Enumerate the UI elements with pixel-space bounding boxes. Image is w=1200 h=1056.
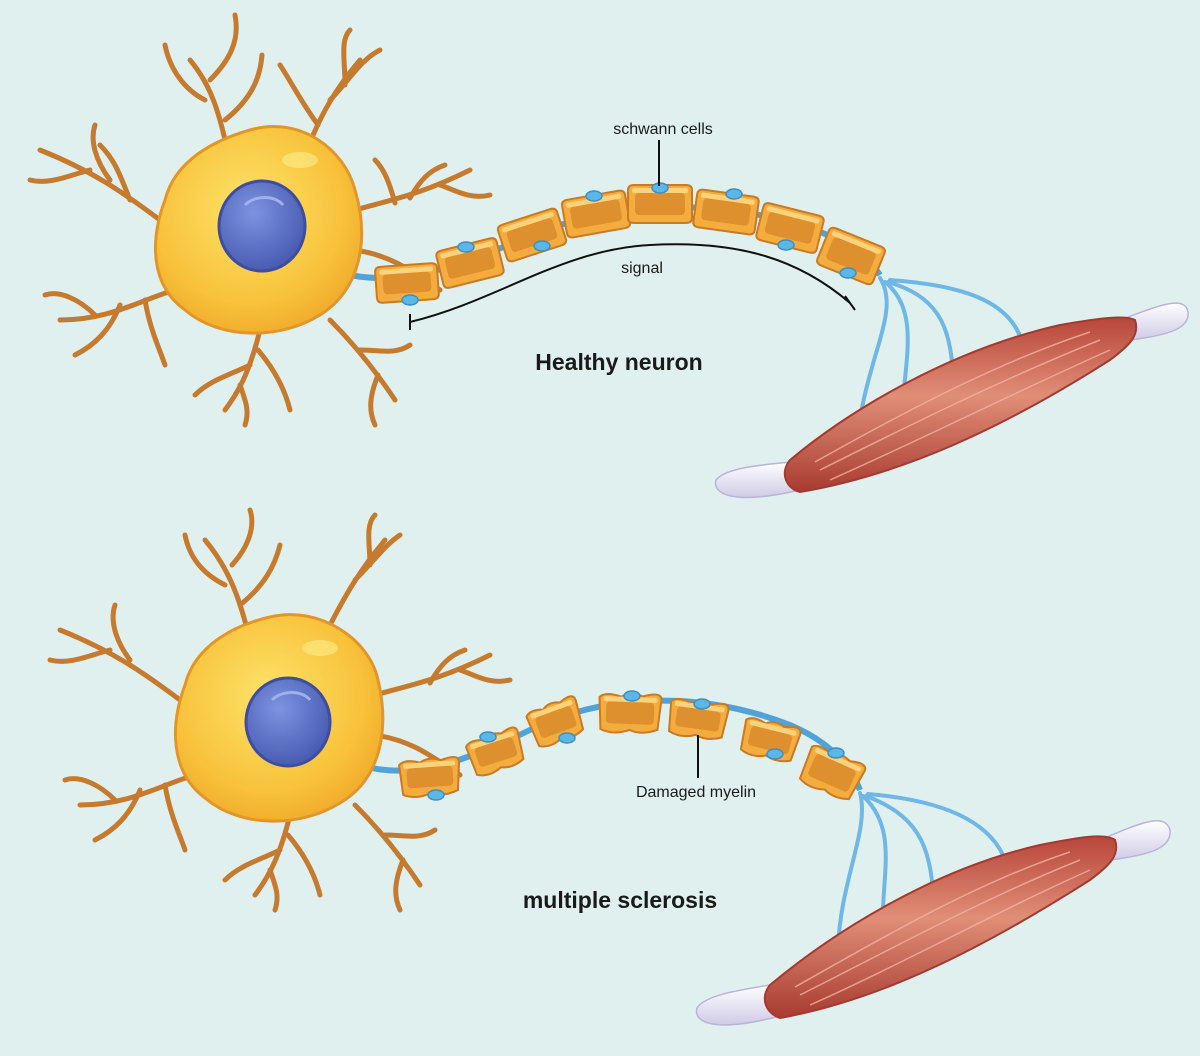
nucleus-highlight — [243, 196, 285, 207]
node-of-ranvier — [827, 747, 845, 759]
node-of-ranvier — [457, 241, 475, 253]
signal-indicator — [409, 243, 856, 330]
node-of-ranvier — [427, 789, 445, 801]
damaged-myelin-segment — [598, 692, 663, 734]
nucleus — [217, 179, 307, 273]
node-of-ranvier — [623, 690, 641, 702]
cell-body-highlight — [282, 152, 318, 168]
node-of-ranvier — [693, 698, 711, 710]
ms-neuron-illustration: Damaged myelin multiple sclerosis — [47, 507, 1171, 1026]
damaged-myelin-segment — [667, 697, 730, 740]
cell-body-highlight — [302, 640, 338, 656]
muscle-fiber — [714, 302, 1189, 499]
multiple-sclerosis-title: multiple sclerosis — [523, 887, 717, 913]
schwann-cell-segment — [816, 226, 886, 286]
node-of-ranvier — [558, 732, 576, 744]
nucleus-highlight — [270, 691, 312, 702]
damaged-myelin-label: Damaged myelin — [636, 784, 756, 801]
damaged-myelin-segment — [798, 744, 867, 801]
node-of-ranvier — [479, 731, 497, 743]
muscle-fiber — [695, 820, 1171, 1026]
signal-label: signal — [621, 260, 663, 277]
node-of-ranvier — [777, 239, 795, 251]
schwann-cells-label: schwann cells — [613, 121, 713, 138]
schwann-cell-segment — [692, 188, 760, 236]
schwann-cell-segment — [560, 189, 632, 239]
node-of-ranvier — [725, 188, 743, 200]
healthy-neuron-illustration: schwann cells signal Healthy neuron — [27, 12, 1189, 499]
node-of-ranvier — [533, 240, 551, 252]
damaged-myelin-segment — [464, 726, 525, 777]
damaged-myelin-chain — [398, 690, 867, 801]
schwann-cell-segment — [755, 202, 825, 254]
dendrites — [47, 507, 513, 913]
myelin-sheath-chain — [374, 182, 886, 306]
node-of-ranvier — [401, 294, 419, 306]
damaged-myelin-segment — [525, 695, 585, 748]
schwann-cell-segment — [374, 262, 440, 304]
node-of-ranvier — [766, 748, 784, 760]
dendrites — [27, 12, 493, 428]
schwann-cell-segment — [496, 207, 568, 263]
schwann-cell-segment — [627, 184, 693, 224]
damaged-myelin-segment — [398, 756, 461, 799]
node-of-ranvier — [585, 190, 603, 202]
healthy-neuron-title: Healthy neuron — [535, 349, 702, 375]
damaged-myelin-segment — [739, 717, 802, 763]
node-of-ranvier — [839, 267, 857, 279]
